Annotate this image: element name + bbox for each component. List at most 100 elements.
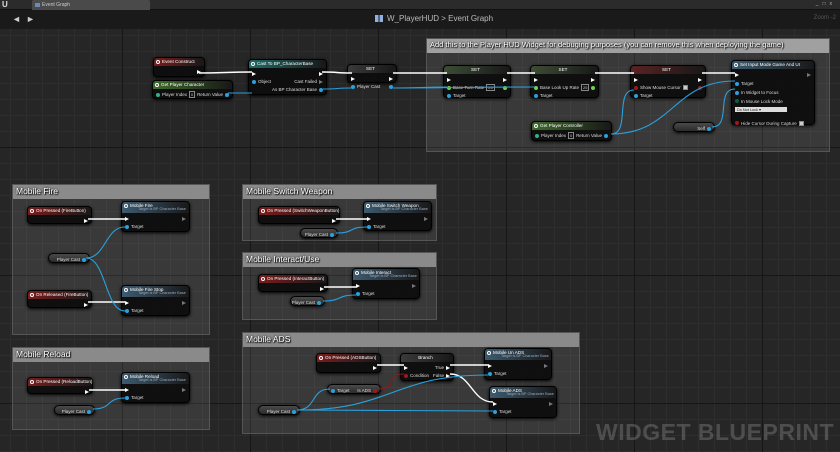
- exec-pin-icon[interactable]: [332, 218, 336, 223]
- pin-target[interactable]: Target: [125, 394, 144, 401]
- window-controls[interactable]: _□x: [816, 1, 836, 7]
- obj-pin-icon[interactable]: [87, 409, 91, 414]
- comment-title[interactable]: Mobile Switch Weapon: [243, 185, 436, 199]
- exec-pin-icon[interactable]: [320, 286, 324, 291]
- int-pin-icon[interactable]: [535, 133, 539, 138]
- obj-pin-icon[interactable]: [735, 90, 739, 95]
- pin-target[interactable]: Target: [125, 307, 144, 314]
- maximize-button[interactable]: □: [822, 1, 830, 7]
- exec-pin-icon[interactable]: [125, 300, 129, 305]
- obj-pin-icon[interactable]: [225, 92, 229, 97]
- pin-exec[interactable]: [591, 76, 595, 83]
- node-inpress[interactable]: On Pressed (InteractButton): [258, 274, 328, 292]
- pin-target[interactable]: Target: [356, 290, 375, 297]
- exec-pin-icon[interactable]: [549, 401, 553, 406]
- obj-pin-icon[interactable]: [707, 126, 711, 131]
- node-firerel[interactable]: On Released (FireButton): [27, 290, 92, 308]
- obj-pin-icon[interactable]: [604, 133, 608, 138]
- pin-target[interactable]: Target: [331, 387, 350, 394]
- pin-player-cast[interactable]: Player Cast: [292, 299, 321, 306]
- exec-pin-icon[interactable]: [389, 76, 393, 81]
- obj-pin-icon[interactable]: [351, 84, 355, 89]
- tab-event-graph[interactable]: Event Graph: [32, 0, 150, 10]
- pin-exec[interactable]: [503, 76, 507, 83]
- obj-pin-icon[interactable]: [356, 291, 360, 296]
- node-self[interactable]: Self: [673, 122, 715, 132]
- pin-float[interactable]: [503, 84, 507, 91]
- mouse-lock-mode-dropdown[interactable]: Do Not Lock ▾: [735, 106, 787, 112]
- bool-pin-icon[interactable]: [404, 373, 408, 378]
- exec-pin-icon[interactable]: [356, 283, 360, 288]
- pin-exec[interactable]: [320, 285, 324, 292]
- pin-target[interactable]: Target: [488, 370, 507, 377]
- comment-title[interactable]: Add this to the Player HUD Widget for de…: [427, 39, 829, 53]
- pin-target[interactable]: Target: [447, 92, 466, 99]
- pin-execo[interactable]: [807, 71, 811, 78]
- node-adscast[interactable]: Player Cast: [258, 405, 300, 415]
- comment-title[interactable]: Mobile Interact/Use: [243, 253, 436, 267]
- exec-pin-icon[interactable]: [367, 216, 371, 221]
- pin-execo[interactable]: [182, 386, 186, 393]
- exec-pin-icon[interactable]: [84, 218, 88, 223]
- exec-pin-icon[interactable]: [182, 300, 186, 305]
- node-swcast[interactable]: Player Cast: [300, 228, 338, 238]
- back-arrow-icon[interactable]: ◄: [12, 14, 21, 24]
- pin-false[interactable]: False: [433, 372, 450, 379]
- pin-obj[interactable]: [389, 83, 393, 90]
- exec-pin-icon[interactable]: [634, 77, 638, 82]
- pin-self[interactable]: Self: [697, 125, 711, 132]
- pin-in-widget-to-focus[interactable]: In Widget to Focus: [735, 89, 779, 96]
- exec-pin-icon[interactable]: [446, 373, 450, 378]
- bool-pin-icon[interactable]: [634, 85, 638, 90]
- pin-exec[interactable]: [351, 75, 355, 82]
- exec-pin-icon[interactable]: [351, 76, 355, 81]
- pin-hide-cursor-during-capture[interactable]: Hide Cursor During Capture: [735, 116, 804, 130]
- exec-pin-icon[interactable]: [544, 363, 548, 368]
- enum-pin-icon[interactable]: [735, 99, 739, 103]
- pin-value-input[interactable]: 25: [581, 84, 590, 91]
- node-swpress[interactable]: On Pressed (SwitchWeaponButton): [258, 206, 340, 224]
- pin-target[interactable]: Target: [634, 92, 653, 99]
- pin-float[interactable]: [591, 84, 595, 91]
- pin-exec[interactable]: [84, 217, 88, 224]
- obj-pin-icon[interactable]: [634, 93, 638, 98]
- obj-pin-icon[interactable]: [125, 395, 129, 400]
- node-firecast[interactable]: Player Cast: [48, 253, 90, 263]
- node-incast[interactable]: Player Cast: [290, 296, 325, 306]
- exec-pin-icon[interactable]: [412, 283, 416, 288]
- pin-execo[interactable]: [182, 215, 186, 222]
- int-pin-icon[interactable]: [156, 92, 160, 97]
- obj-pin-icon[interactable]: [367, 224, 371, 229]
- pin-exec[interactable]: [735, 71, 739, 78]
- pin-player-cast[interactable]: Player Cast: [62, 408, 91, 415]
- pin-exec[interactable]: [356, 282, 360, 289]
- pin-player-cast[interactable]: Player Cast: [267, 408, 296, 415]
- exec-pin-icon[interactable]: [84, 302, 88, 307]
- pin-true[interactable]: True: [435, 364, 450, 371]
- pin-return-value[interactable]: Return Value: [197, 91, 229, 98]
- float-pin-icon[interactable]: [591, 85, 595, 90]
- exec-pin-icon[interactable]: [503, 77, 507, 82]
- float-pin-icon[interactable]: [534, 85, 538, 90]
- comment-title[interactable]: Mobile Reload: [13, 348, 209, 362]
- forward-arrow-icon[interactable]: ►: [26, 14, 35, 24]
- obj-pin-icon[interactable]: [319, 87, 323, 92]
- exec-pin-icon[interactable]: [404, 365, 408, 370]
- node-firepress[interactable]: On Pressed (FireButton): [27, 206, 92, 224]
- obj-pin-icon[interactable]: [534, 93, 538, 98]
- exec-pin-icon[interactable]: [446, 365, 450, 370]
- exec-pin-icon[interactable]: [373, 365, 377, 370]
- pin-exec[interactable]: [125, 299, 129, 306]
- checkbox[interactable]: [682, 85, 688, 90]
- pin-is-ads[interactable]: Is ADS: [357, 387, 377, 394]
- exec-pin-icon[interactable]: [252, 71, 256, 76]
- exec-pin-icon[interactable]: [591, 77, 595, 82]
